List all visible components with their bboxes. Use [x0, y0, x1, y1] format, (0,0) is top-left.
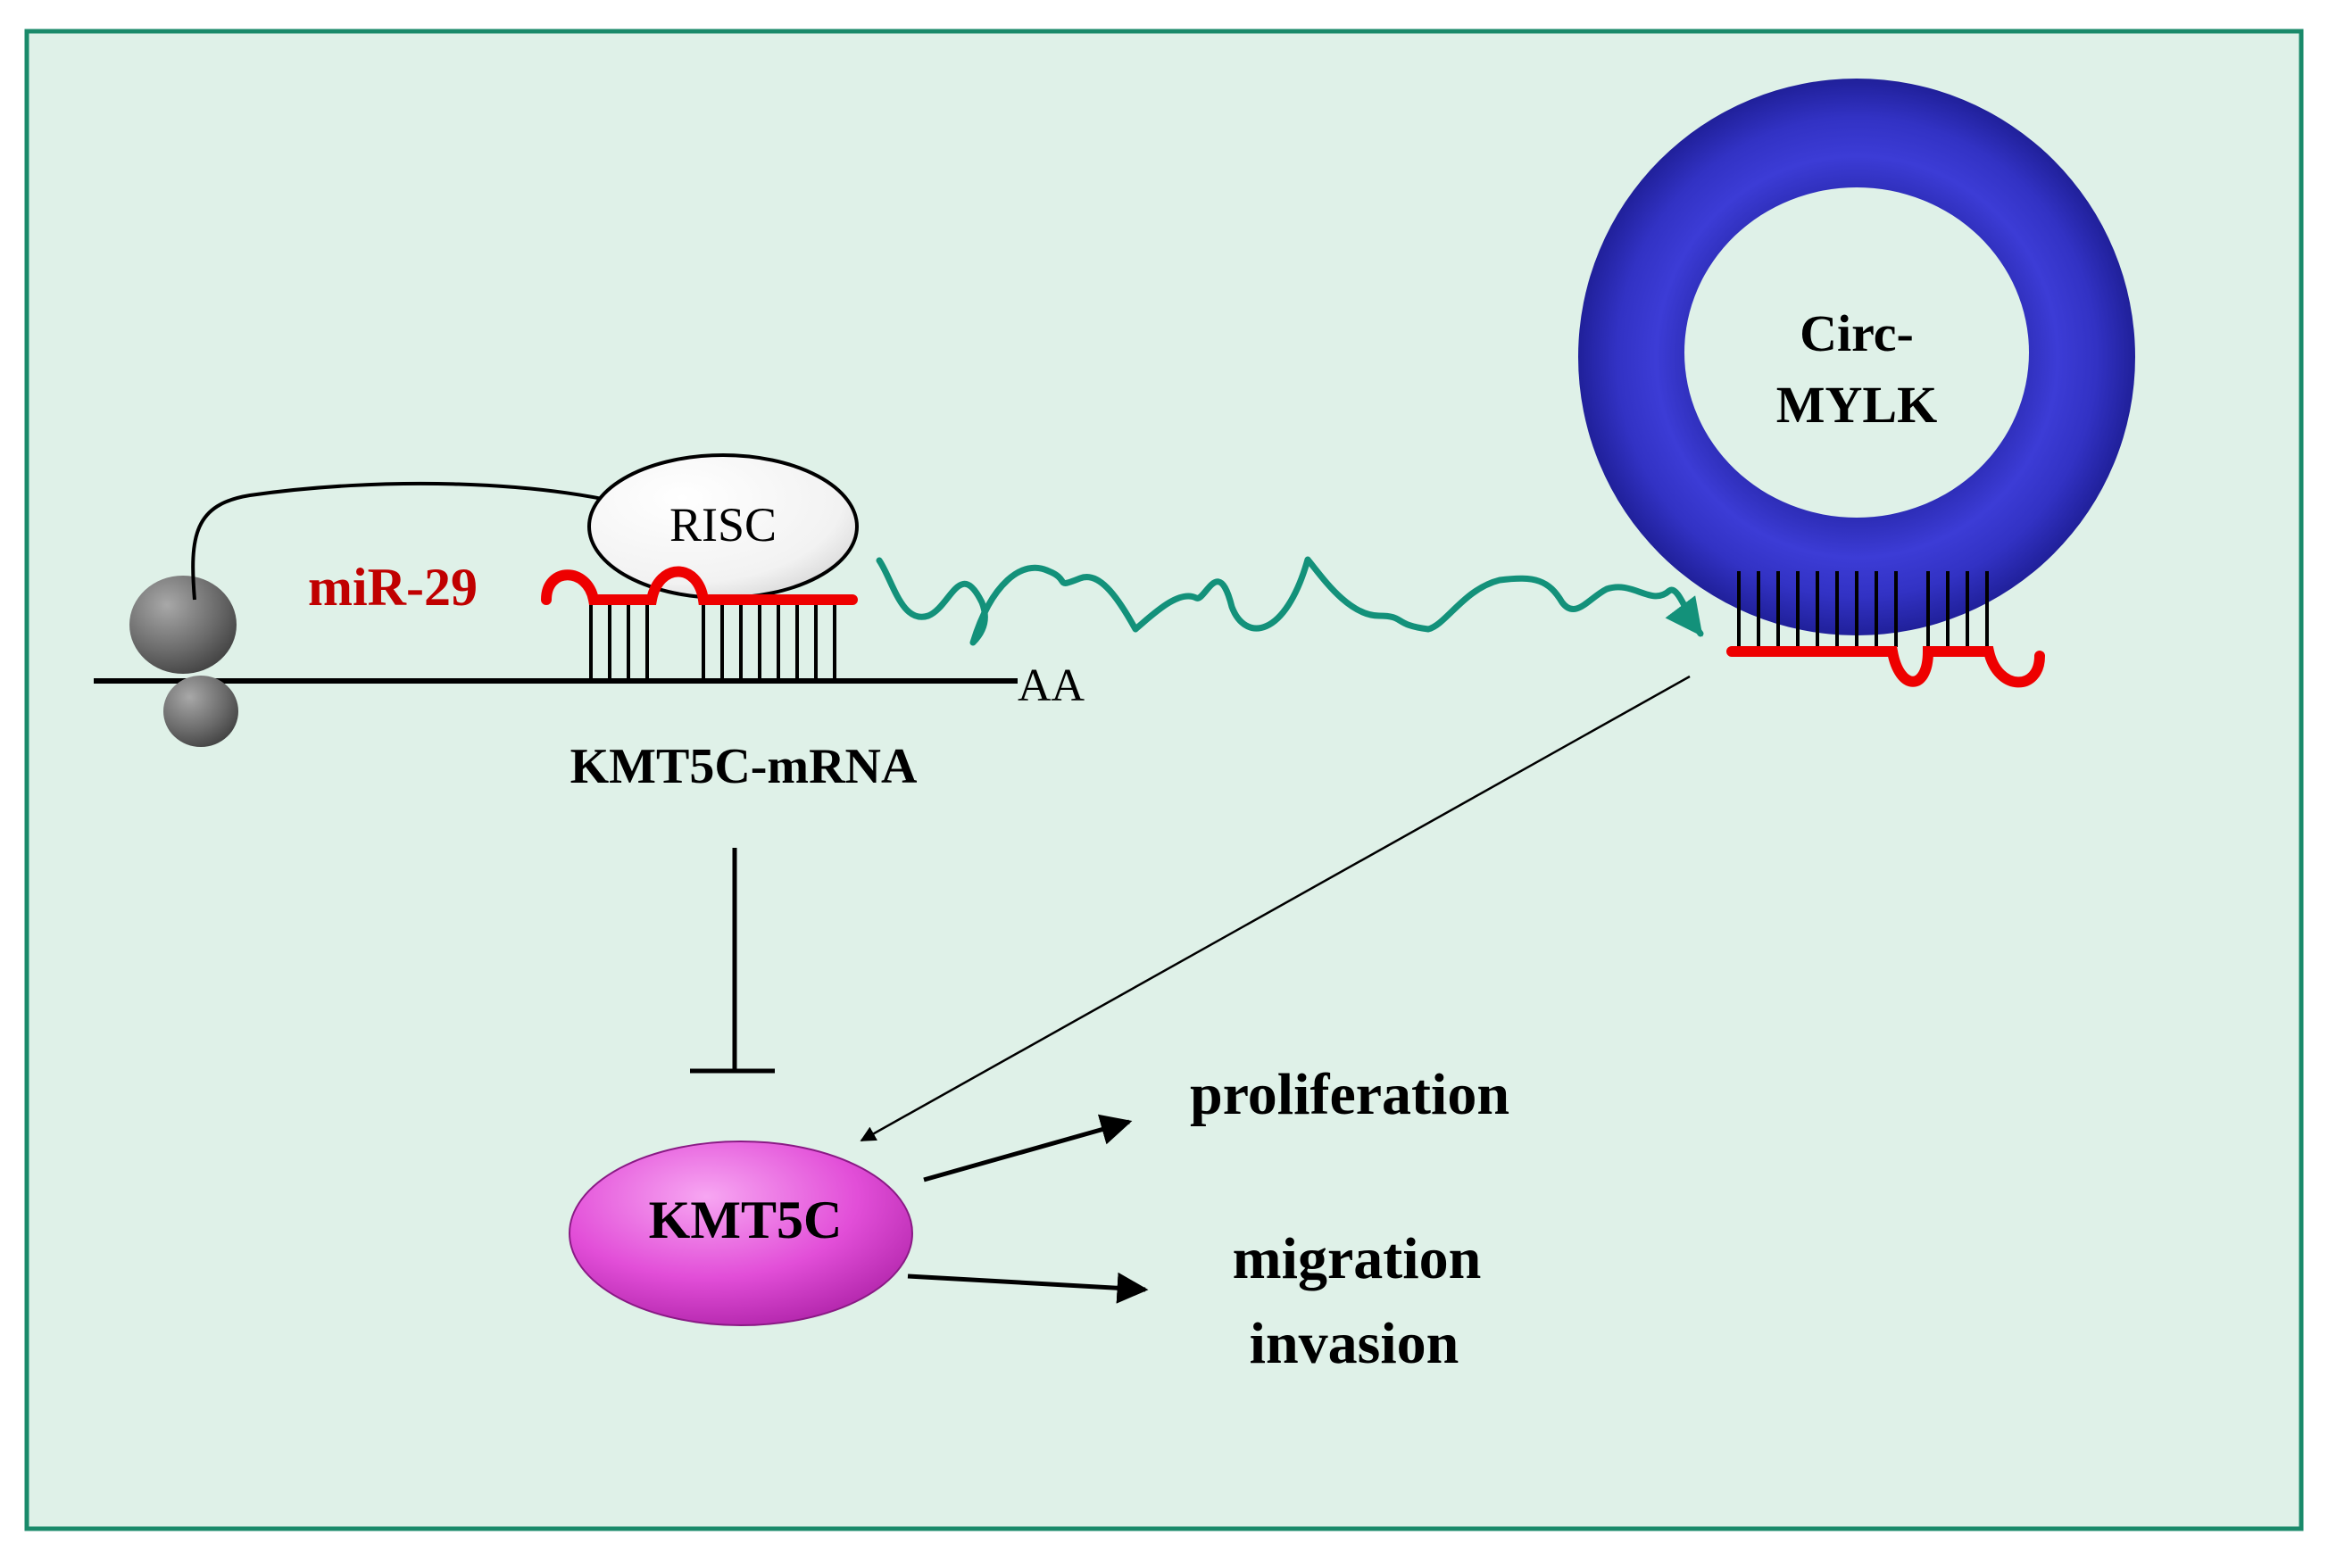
kmt5c-protein: KMT5C	[569, 1141, 913, 1326]
kmt5c-label: KMT5C	[649, 1191, 843, 1249]
mirna-strand	[541, 566, 858, 605]
proliferation-label: proliferation	[1190, 1062, 1509, 1127]
migration-label: migration	[1233, 1226, 1482, 1291]
risc-complex: RISC	[587, 453, 859, 600]
migration-arrow	[907, 1272, 1149, 1304]
invasion-label: invasion	[1250, 1311, 1459, 1376]
circ-label-line1: Circ-	[1800, 304, 1914, 362]
mirna-label: miR-29	[308, 558, 478, 617]
circ-mirna-pairing	[1737, 571, 1989, 647]
circ-label-line2: MYLK	[1776, 376, 1937, 434]
sponge-arrow	[876, 556, 1704, 646]
risc-ribosome-tether	[191, 481, 661, 601]
mrna-label: KMT5C-mRNA	[570, 739, 918, 794]
circ-mylk-ring: Circ- MYLK	[1578, 79, 2135, 635]
risc-label: RISC	[669, 498, 777, 552]
poly-a-tail-label: AA	[1018, 660, 1085, 711]
sponged-mirna-strand	[1726, 646, 2045, 688]
mirna-mrna-pairing	[589, 604, 836, 681]
circ-to-kmt5c-arrow	[860, 675, 1691, 1142]
inhibition-arrow	[690, 848, 775, 1074]
ribosome-icon	[129, 576, 238, 747]
proliferation-arrow	[923, 1114, 1133, 1182]
